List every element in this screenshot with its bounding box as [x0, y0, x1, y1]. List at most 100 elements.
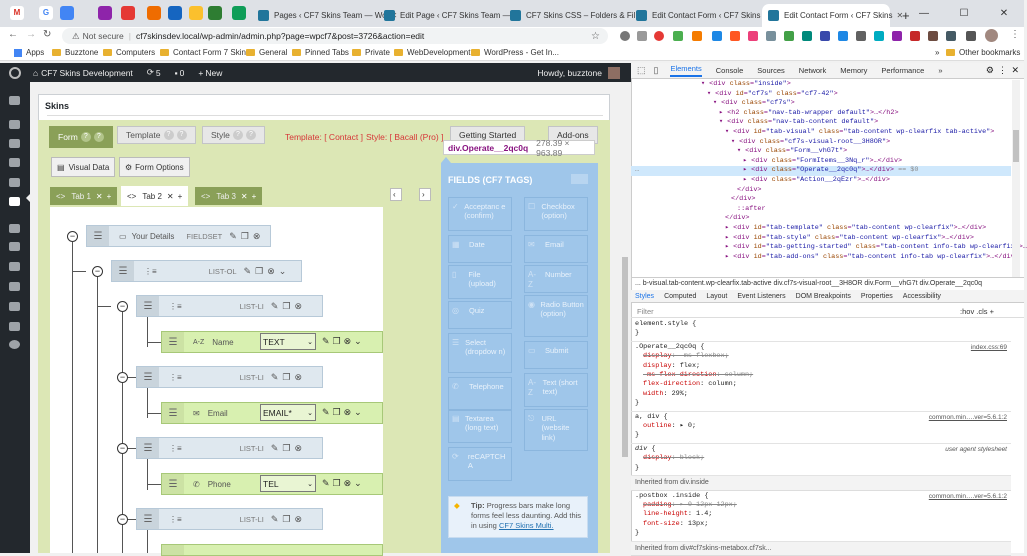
tab-styles[interactable]: Styles [635, 292, 655, 300]
style-rule[interactable]: element.style {} [631, 319, 1011, 342]
tab-event-listeners[interactable]: Event Listeners [737, 292, 786, 300]
field-tag-url[interactable]: ⎋URL (website link) [524, 409, 588, 451]
drag-handle-icon[interactable]: ☰ [137, 296, 159, 316]
comments-icon[interactable] [9, 178, 20, 187]
remove-icon[interactable]: ⊗ [294, 442, 303, 453]
drag-handle-icon[interactable]: ☰ [112, 261, 134, 281]
add-icon[interactable]: + [177, 191, 183, 201]
drag-handle-icon[interactable]: ☰ [162, 474, 184, 494]
edit-icon[interactable]: ✎ [270, 371, 279, 382]
tab-properties[interactable]: Properties [860, 292, 893, 300]
collapse-toggle[interactable]: − [92, 266, 103, 277]
drag-handle-icon[interactable] [162, 545, 184, 555]
more-tabs[interactable]: » [938, 66, 943, 75]
field-type-select[interactable]: TEXT⌄ [260, 333, 316, 350]
copy-icon[interactable]: ❐ [332, 336, 341, 346]
list-li-node[interactable]: ☰⋮≡LIST-LI✎❐⊗ [136, 366, 323, 388]
extension-icon[interactable] [784, 31, 794, 41]
close-icon[interactable]: ✕ [95, 191, 103, 201]
copy-icon[interactable]: ❐ [332, 407, 341, 417]
dom-node-selected[interactable]: …▸ <div class="Operate__2qc0q">…</div> =… [631, 166, 1011, 176]
collapse-toggle[interactable]: − [117, 514, 128, 525]
tab-layout[interactable]: Layout [706, 292, 728, 300]
close-icon[interactable]: ✕ [1011, 65, 1019, 75]
tab-performance[interactable]: Performance [881, 66, 925, 75]
extension-icon[interactable] [802, 31, 812, 41]
reload-icon[interactable]: ↻ [43, 29, 52, 40]
menu-icon[interactable]: ⋮ [1010, 29, 1020, 40]
extension-icon[interactable] [820, 31, 830, 41]
add-icon[interactable]: + [106, 191, 112, 201]
dom-node[interactable]: ▸ <h2 class="nav-tab-wrapper default">…<… [719, 108, 899, 117]
maximize-icon[interactable]: ☐ [959, 8, 969, 19]
tools-icon[interactable] [9, 282, 20, 291]
field-tag-checkbox[interactable]: ☐Checkbox (option) [524, 197, 588, 231]
dom-node[interactable]: ▸ <div id="tab-add-ons" class="tab-conte… [725, 252, 1019, 261]
bookmark-folder[interactable]: Buzztone [52, 48, 98, 57]
copy-icon[interactable]: ❐ [332, 478, 341, 488]
subtab-1[interactable]: <>Tab 1✕+ [50, 187, 118, 205]
omnibox[interactable]: ⚠ Not secure | cf7skinsdev.local/wp-admi… [62, 28, 608, 44]
tab-network[interactable]: Network [798, 66, 827, 75]
new-menu[interactable]: New [205, 67, 223, 78]
howdy-user[interactable]: Howdy, buzztone [537, 67, 602, 78]
edit-icon[interactable]: ✎ [322, 407, 330, 417]
dom-node[interactable]: ▾ <div class="inside"> [701, 80, 791, 88]
drag-handle-icon[interactable]: ☰ [162, 403, 184, 423]
field-tag-email[interactable]: ✉Email [524, 235, 588, 263]
extension-icon[interactable] [620, 31, 630, 41]
field-tag-quiz[interactable]: ◎Quiz [448, 301, 512, 329]
site-name[interactable]: CF7 Skins Development [41, 67, 133, 78]
hov-cls-toggles[interactable]: :hov .cls + [960, 306, 994, 316]
dom-node[interactable]: ▸ <div class="FormItems__3Nq_r">…</div> [743, 156, 903, 165]
remove-icon[interactable]: ⊗ [294, 300, 303, 311]
pages-icon[interactable] [9, 158, 20, 167]
field-tag-select[interactable]: ☰Select (dropdow n) [448, 333, 512, 373]
tab-elements[interactable]: Elements [670, 64, 702, 77]
drag-handle-icon[interactable]: ☰ [137, 367, 159, 387]
pin-icon[interactable] [9, 120, 20, 129]
collapse-panel-icon[interactable] [571, 174, 588, 184]
edit-icon[interactable]: ✎ [322, 336, 330, 346]
chevron-down-icon[interactable]: ⌄ [278, 265, 287, 276]
style-rule[interactable]: index.css:69.Operate__2qc0q {display: -m… [631, 342, 1011, 412]
bookmark-folder[interactable]: WordPress - Get In... [471, 48, 559, 57]
chevron-down-icon[interactable]: ⌄ [354, 478, 362, 488]
device-icon[interactable]: ▯ [653, 65, 659, 75]
help-icon[interactable]: ? [80, 132, 91, 142]
extension-icon[interactable] [637, 31, 647, 41]
dom-node[interactable]: ▸ <div id="tab-template" class="tab-cont… [725, 223, 987, 232]
inspect-icon[interactable]: ⬚ [637, 65, 646, 75]
subtab-3[interactable]: <>Tab 3✕+ [195, 187, 263, 205]
gear-icon[interactable]: ⚙ [985, 65, 994, 75]
extension-icon[interactable] [748, 31, 758, 41]
collapse-icon[interactable] [9, 340, 20, 349]
forward-icon[interactable]: → [26, 29, 36, 40]
field-tag-submit[interactable]: ▭Submit [524, 341, 588, 369]
browser-tab[interactable]: CF7 Skins CSS – Folders & Fil✕ [504, 4, 646, 27]
extension-icon[interactable] [874, 31, 884, 41]
help-icon[interactable]: ? [232, 130, 243, 140]
extension-icon[interactable] [910, 31, 920, 41]
users-icon[interactable] [9, 262, 20, 271]
extension-icon[interactable] [856, 31, 866, 41]
list-li-node[interactable]: ☰⋮≡LIST-LI✎❐⊗ [136, 508, 323, 530]
edit-icon[interactable]: ✎ [243, 265, 252, 276]
extension-icon[interactable] [692, 31, 702, 41]
list-ol-node[interactable]: ☰⋮≡LIST-OL✎❐⊗⌄ [111, 260, 302, 282]
dom-node[interactable]: ▸ <div class="Action__2qEzr">…</div> [743, 175, 890, 184]
prev-tab-icon[interactable]: ‹ [390, 188, 402, 201]
google-tab-icon[interactable]: G [39, 6, 53, 20]
url-text[interactable]: cf7skinsdev.local/wp-admin/admin.php?pag… [135, 31, 425, 41]
edit-icon[interactable]: ✎ [270, 300, 279, 311]
extension-icon[interactable] [766, 31, 776, 41]
close-icon[interactable]: ✕ [240, 191, 248, 201]
remove-icon[interactable]: ⊗ [343, 478, 352, 488]
form-options-button[interactable]: ⚙Form Options [119, 157, 190, 177]
grid-icon[interactable] [9, 322, 20, 331]
sheets-tab-icon[interactable] [208, 6, 222, 20]
visual-data-button[interactable]: ▤Visual Data [51, 157, 116, 177]
edit-icon[interactable]: ✎ [229, 230, 237, 241]
